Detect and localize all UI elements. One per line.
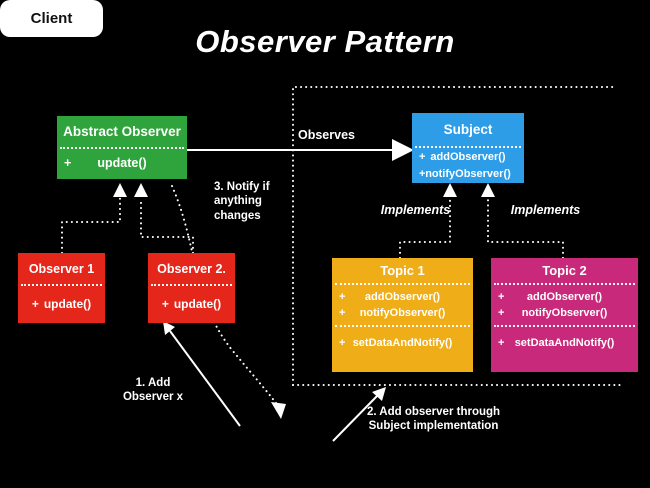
visibility-plus: + — [498, 291, 505, 303]
section-divider — [21, 284, 102, 286]
observes-arrowhead — [392, 139, 414, 161]
notify-dotted-line — [171, 185, 277, 404]
class-box-observer1[interactable]: Observer 1 + update() — [18, 253, 105, 323]
implements-label-right: Implements — [510, 203, 581, 217]
class-box-observer2[interactable]: Observer 2. + update() — [148, 253, 235, 323]
add-observer-label-line1: 1. Add — [135, 377, 171, 389]
class-box-abstract-observer[interactable]: Abstract Observer + update() — [57, 116, 187, 179]
class-title: Topic 1 — [380, 263, 425, 278]
observes-label: Observes — [298, 128, 355, 142]
method-label: notifyObserver() — [359, 307, 446, 319]
notify-label-line1: 3. Notify if — [214, 181, 270, 193]
add-observer-arrowhead — [163, 321, 175, 335]
class-title: Topic 2 — [542, 263, 587, 278]
class-title: Subject — [443, 122, 493, 137]
add-observer-label-line2: Observer x — [122, 390, 184, 403]
visibility-plus: + — [419, 150, 426, 163]
method-label: setDataAndNotify() — [514, 337, 615, 349]
implements-label-left: Implements — [380, 203, 451, 217]
section-divider — [335, 283, 470, 285]
observer1-inherit-line — [61, 197, 121, 254]
add-through-label: 2. Add observer through Subject implemen… — [356, 406, 511, 434]
class-title: Observer 2. — [157, 261, 226, 276]
class-box-topic1[interactable]: Topic 1 + addObserver() + notifyObserver… — [332, 258, 473, 372]
method-label: update() — [43, 296, 92, 311]
visibility-plus: + — [498, 337, 505, 349]
observer1-inherit-arrowhead — [113, 183, 127, 197]
class-box-topic2[interactable]: Topic 2 + addObserver() + notifyObserver… — [491, 258, 638, 372]
add-observer-label: 1. Add Observer x — [113, 377, 193, 405]
notify-label: 3. Notify if anything changes — [214, 180, 270, 223]
add-through-line — [332, 393, 380, 442]
topic1-implements-line — [399, 197, 451, 259]
notify-arrowhead — [271, 402, 286, 419]
method-label: addObserver() — [364, 291, 441, 303]
add-through-label-line2: Subject implementation — [368, 419, 499, 432]
method-label: addObserver() — [430, 150, 506, 163]
class-title: Abstract Observer — [63, 124, 181, 139]
visibility-plus: + — [339, 307, 346, 319]
section-divider — [335, 325, 470, 327]
observer2-inherit-arrowhead — [134, 183, 148, 197]
class-box-subject[interactable]: Subject + addObserver() + notifyObserver… — [412, 113, 524, 183]
topic2-implements-line — [487, 197, 564, 259]
topic1-implements-arrowhead — [443, 183, 457, 197]
method-label: addObserver() — [526, 291, 603, 303]
page-title: Observer Pattern — [195, 24, 455, 59]
section-divider — [151, 284, 232, 286]
client-box[interactable]: Client — [0, 0, 103, 37]
observer2-inherit-line — [140, 197, 194, 254]
client-label: Client — [30, 10, 73, 27]
add-through-arrowhead — [372, 387, 386, 401]
visibility-plus: + — [161, 296, 169, 311]
notify-label-line3: changes — [214, 209, 261, 222]
section-divider — [494, 325, 635, 327]
visibility-plus: + — [339, 291, 346, 303]
add-through-label-line1: 2. Add observer through — [366, 406, 501, 418]
add-observer-line — [169, 330, 241, 427]
method-label: update() — [97, 156, 147, 170]
section-divider — [60, 147, 184, 149]
method-label: update() — [173, 296, 222, 311]
visibility-plus: + — [419, 167, 426, 180]
visibility-plus: + — [31, 296, 39, 311]
method-label: notifyObserver() — [521, 307, 608, 319]
notify-label-line2: anything — [214, 195, 262, 208]
visibility-plus: + — [498, 307, 505, 319]
class-title: Observer 1 — [28, 261, 95, 276]
visibility-plus: + — [64, 156, 72, 170]
method-label: setDataAndNotify() — [352, 337, 453, 349]
topic2-implements-arrowhead — [481, 183, 495, 197]
visibility-plus: + — [339, 337, 346, 349]
section-divider — [415, 146, 521, 148]
method-label: notifyObserver() — [425, 167, 511, 180]
section-divider — [494, 283, 635, 285]
